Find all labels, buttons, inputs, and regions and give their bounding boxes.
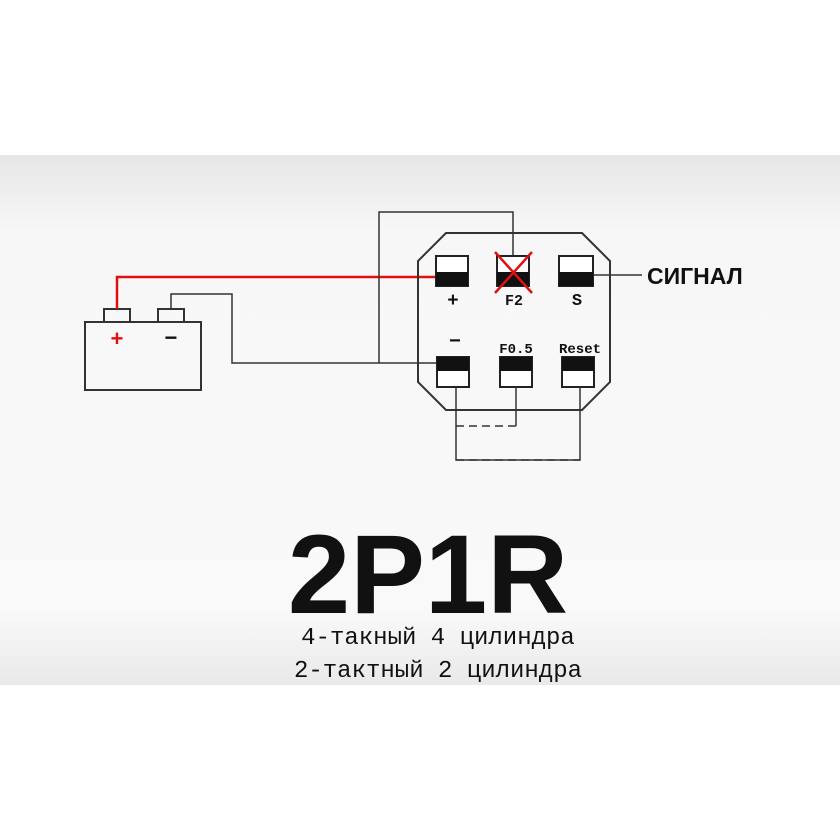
terminal-reset: Reset (559, 342, 601, 388)
battery-negative-post (157, 308, 185, 323)
model-title: 2P1R (288, 512, 568, 637)
terminal-f05: F0.5 (499, 342, 533, 388)
terminal-reset-label: Reset (559, 342, 601, 358)
battery-body (84, 321, 202, 391)
subtitle-line-2: 2-тактный 2 цилиндра (294, 658, 582, 685)
terminal-minus: − (436, 331, 470, 388)
terminal-plus: + (435, 255, 469, 312)
battery-plus-label: + (110, 328, 123, 353)
f2-jumper-wire (378, 211, 514, 363)
terminal-f2-label: F2 (505, 293, 523, 310)
battery: + − (84, 308, 202, 391)
bottom-leads (455, 387, 581, 461)
negative-wire (170, 293, 436, 364)
terminal-s: S (558, 255, 594, 311)
f2-disabled-cross-icon (494, 251, 533, 294)
battery-minus-label: − (164, 327, 177, 352)
positive-wire (115, 275, 436, 309)
subtitle-line-1: 4-такный 4 цилиндра (301, 625, 575, 652)
optional-jumpers (456, 425, 580, 461)
terminal-f05-label: F0.5 (499, 342, 533, 358)
battery-positive-post (103, 308, 131, 323)
background-band (0, 155, 840, 685)
signal-label: СИГНАЛ (647, 263, 743, 289)
terminal-s-label: S (572, 292, 582, 311)
terminal-minus-label: − (449, 331, 461, 354)
terminal-plus-label: + (447, 290, 458, 312)
connector-plate (417, 232, 611, 411)
